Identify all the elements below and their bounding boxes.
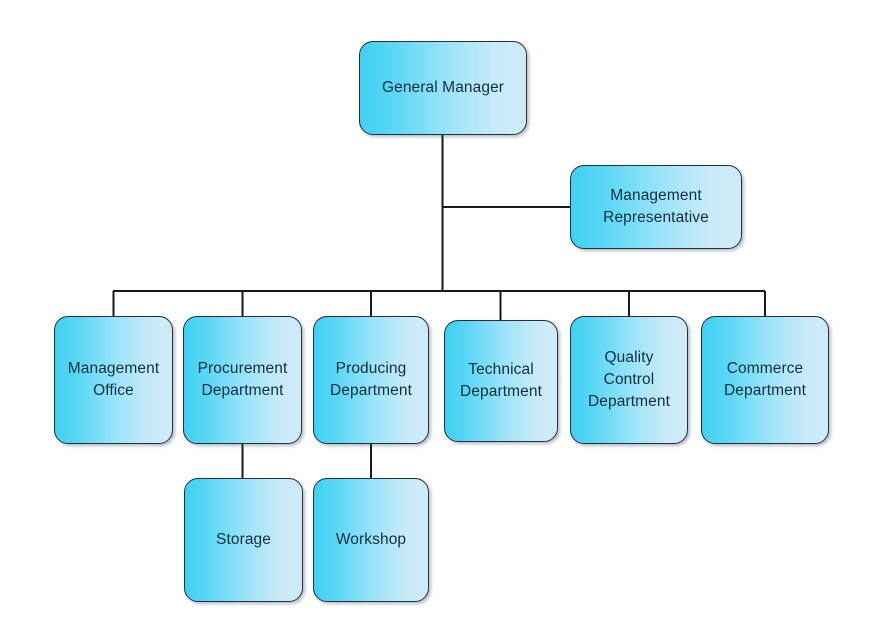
node-general-manager[interactable]: General Manager — [359, 41, 527, 135]
node-label: Quality Control Department — [588, 349, 670, 410]
node-label: Commerce Department — [724, 360, 806, 399]
node-label: General Manager — [381, 79, 505, 96]
node-storage[interactable]: Storage — [184, 478, 303, 602]
node-quality-control-department[interactable]: Quality Control Department — [570, 316, 688, 444]
node-procurement-department[interactable]: Procurement Department — [183, 316, 302, 444]
node-label: Procurement Department — [197, 360, 288, 399]
node-label: Storage — [216, 531, 271, 548]
node-workshop[interactable]: Workshop — [313, 478, 429, 602]
node-label: Producing Department — [330, 360, 412, 399]
node-producing-department[interactable]: Producing Department — [313, 316, 429, 444]
node-technical-department[interactable]: Technical Department — [444, 320, 558, 442]
node-management-office[interactable]: Management Office — [54, 316, 173, 444]
node-management-representative[interactable]: Management Representative — [570, 165, 742, 249]
node-commerce-department[interactable]: Commerce Department — [701, 316, 829, 444]
node-label: Workshop — [335, 531, 407, 548]
node-label: Management Representative — [603, 187, 709, 226]
node-label: Management Office — [67, 360, 160, 399]
node-label: Technical Department — [460, 361, 542, 400]
